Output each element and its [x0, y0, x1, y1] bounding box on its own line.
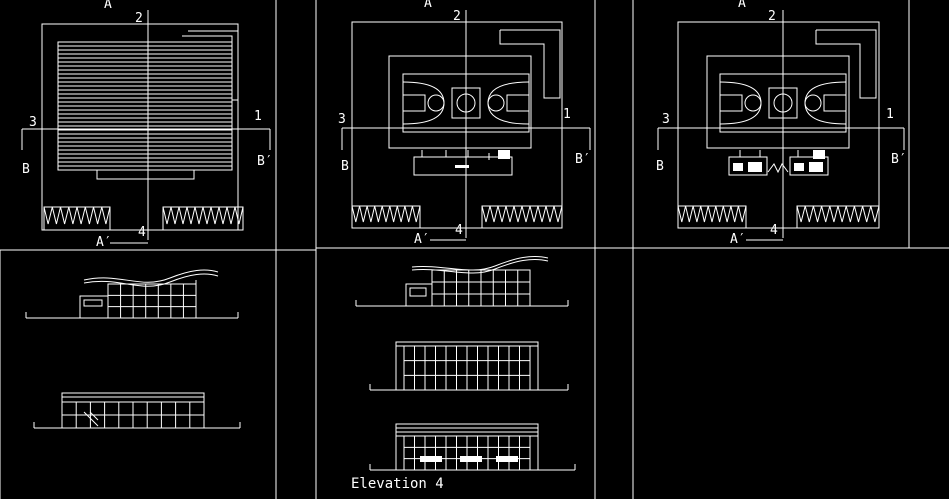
label-left-grid: 3: [29, 115, 37, 130]
label-right-section: B′: [575, 152, 591, 167]
label-right-grid: 1: [563, 107, 571, 122]
label-bottom-section: A′: [730, 232, 746, 247]
stand-left: [677, 205, 747, 229]
elevation-4[interactable]: Elevation 4: [351, 423, 576, 492]
stand-right: [162, 206, 244, 231]
stand-right: [481, 205, 563, 229]
stand-left: [351, 205, 421, 229]
label-left-grid: 3: [662, 112, 670, 127]
stand-right: [796, 205, 880, 229]
label-right-grid: 1: [254, 109, 262, 124]
court-plan-rooms-drawing[interactable]: A 2 3 B 1 B′ A′ 4: [656, 0, 907, 247]
label-top-grid: 2: [135, 11, 143, 26]
elevation-front-middle[interactable]: [369, 341, 569, 391]
elevation-side-middle[interactable]: [355, 255, 569, 307]
court-plan-drawing[interactable]: A 2 3 B 1 B′ A′ 4: [338, 0, 591, 247]
label-top: A: [738, 0, 746, 11]
label-right-section: B′: [891, 152, 907, 167]
label-left-section: B: [22, 162, 30, 177]
label-right-grid: 1: [886, 107, 894, 122]
elevation-side-left[interactable]: [25, 269, 239, 319]
label-left-section: B: [656, 159, 664, 174]
label-right-section: B′: [257, 154, 273, 169]
label-top-grid: 2: [453, 9, 461, 24]
label-bottom-grid: 4: [455, 223, 463, 238]
locker-rooms: [728, 150, 829, 176]
label-bottom-section: A′: [414, 232, 430, 247]
label-top: A: [104, 0, 112, 12]
label-bottom-grid: 4: [770, 223, 778, 238]
elevation-caption: Elevation 4: [351, 476, 444, 492]
elevation-front-left[interactable]: [33, 392, 241, 429]
label-bottom-section: A′: [96, 235, 112, 250]
label-left-section: B: [341, 159, 349, 174]
roof-hatch: [57, 41, 233, 171]
stand-left: [43, 206, 111, 231]
label-left-grid: 3: [338, 112, 346, 127]
label-bottom-grid: 4: [138, 225, 146, 240]
label-top: A: [424, 0, 432, 11]
label-top-grid: 2: [768, 9, 776, 24]
roof-plan-drawing[interactable]: A 2 3 B 1 B′ A′ 4: [21, 0, 273, 250]
